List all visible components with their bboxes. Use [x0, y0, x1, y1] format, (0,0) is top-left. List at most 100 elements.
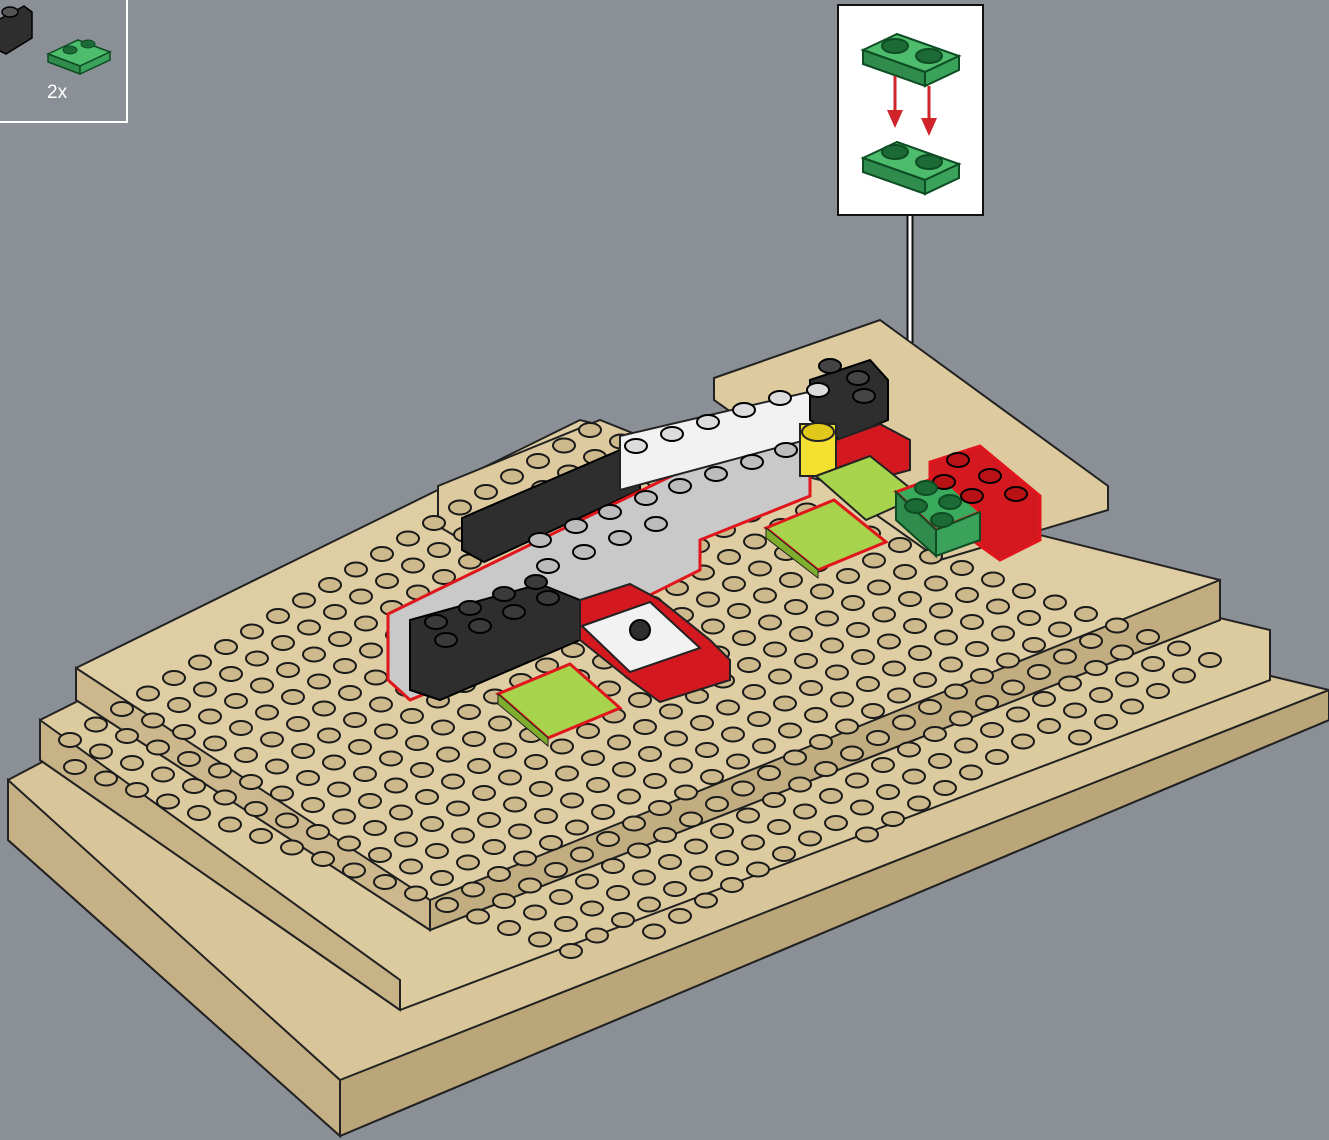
tan-stud: [173, 725, 195, 739]
tan-stud: [670, 759, 692, 773]
tan-stud: [1111, 646, 1133, 660]
tan-stud: [1044, 596, 1066, 610]
dark-stud: [435, 633, 457, 647]
tan-stud: [769, 670, 791, 684]
tan-stud: [323, 756, 345, 770]
tan-stud: [826, 666, 848, 680]
gray-stud: [669, 479, 691, 493]
tan-stud: [1080, 634, 1102, 648]
tan-stud: [345, 563, 367, 577]
tan-stud: [421, 817, 443, 831]
tan-stud: [857, 677, 879, 691]
tan-stud: [519, 879, 541, 893]
tan-stud: [795, 654, 817, 668]
tan-stud: [235, 748, 257, 762]
tan-stud: [1049, 623, 1071, 637]
gray-stud: [775, 443, 797, 457]
tan-stud: [1033, 692, 1055, 706]
gray-stud: [599, 505, 621, 519]
gray-stud: [537, 559, 559, 573]
tan-stud: [1018, 611, 1040, 625]
tan-stud: [147, 741, 169, 755]
tan-stud: [468, 759, 490, 773]
tan-stud: [535, 809, 557, 823]
tan-stud: [555, 917, 577, 931]
tan-stud: [810, 735, 832, 749]
tan-stud: [961, 615, 983, 629]
tan-stud: [780, 573, 802, 587]
gray-stud: [635, 491, 657, 505]
tan-stud: [411, 763, 433, 777]
tan-stud: [428, 543, 450, 557]
tan-stud: [293, 594, 315, 608]
tan-stud: [878, 635, 900, 649]
tan-stud: [805, 708, 827, 722]
tan-stud: [914, 673, 936, 687]
tan-stud: [215, 640, 237, 654]
tan-stud: [199, 710, 221, 724]
tan-stud: [924, 727, 946, 741]
tan-stud: [95, 772, 117, 786]
tan-stud: [981, 723, 1003, 737]
tan-stud: [882, 812, 904, 826]
white-stud: [769, 391, 791, 405]
tan-stud: [1095, 715, 1117, 729]
tan-stud: [644, 774, 666, 788]
tan-stud: [308, 675, 330, 689]
tan-stud: [660, 705, 682, 719]
tan-stud: [1013, 584, 1035, 598]
tan-stud: [894, 565, 916, 579]
tan-stud: [183, 779, 205, 793]
tan-stud: [489, 717, 511, 731]
tan-stud: [749, 562, 771, 576]
dark-stud: [425, 615, 447, 629]
tan-stud: [551, 740, 573, 754]
tan-stud: [966, 642, 988, 656]
tan-stud: [697, 593, 719, 607]
tan-stud: [816, 612, 838, 626]
tan-stud: [633, 871, 655, 885]
tan-stud: [452, 829, 474, 843]
tan-stud: [272, 636, 294, 650]
tan-stud: [643, 925, 665, 939]
tan-stud: [402, 559, 424, 573]
tan-stud: [779, 724, 801, 738]
tan-stud: [758, 766, 780, 780]
tan-stud: [664, 882, 686, 896]
tan-stud: [397, 532, 419, 546]
tan-stud: [324, 605, 346, 619]
tan-stud: [722, 728, 744, 742]
green-stud: [931, 513, 953, 527]
tan-stud: [281, 841, 303, 855]
gray-stud: [529, 533, 551, 547]
tan-stud: [862, 704, 884, 718]
tan-stud: [723, 577, 745, 591]
tan-stud: [423, 516, 445, 530]
tan-stud: [209, 764, 231, 778]
tan-stud: [696, 743, 718, 757]
tan-stud: [214, 791, 236, 805]
tan-stud: [711, 824, 733, 838]
tan-stud: [597, 832, 619, 846]
tan-stud: [737, 809, 759, 823]
tan-stud: [354, 767, 376, 781]
tan-stud: [276, 814, 298, 828]
gray-stud: [741, 455, 763, 469]
tan-stud: [868, 581, 890, 595]
tan-stud: [576, 875, 598, 889]
tan-stud: [442, 775, 464, 789]
tan-stud: [360, 644, 382, 658]
red-stud: [947, 453, 969, 467]
tan-stud: [318, 729, 340, 743]
dark-stud: [493, 587, 515, 601]
tan-stud: [790, 627, 812, 641]
tan-stud: [240, 775, 262, 789]
tan-stud: [733, 631, 755, 645]
tan-stud: [785, 600, 807, 614]
tan-stud: [951, 561, 973, 575]
tan-stud: [509, 825, 531, 839]
tan-stud: [691, 716, 713, 730]
tan-stud: [586, 929, 608, 943]
tan-stud: [467, 910, 489, 924]
tan-stud: [561, 794, 583, 808]
